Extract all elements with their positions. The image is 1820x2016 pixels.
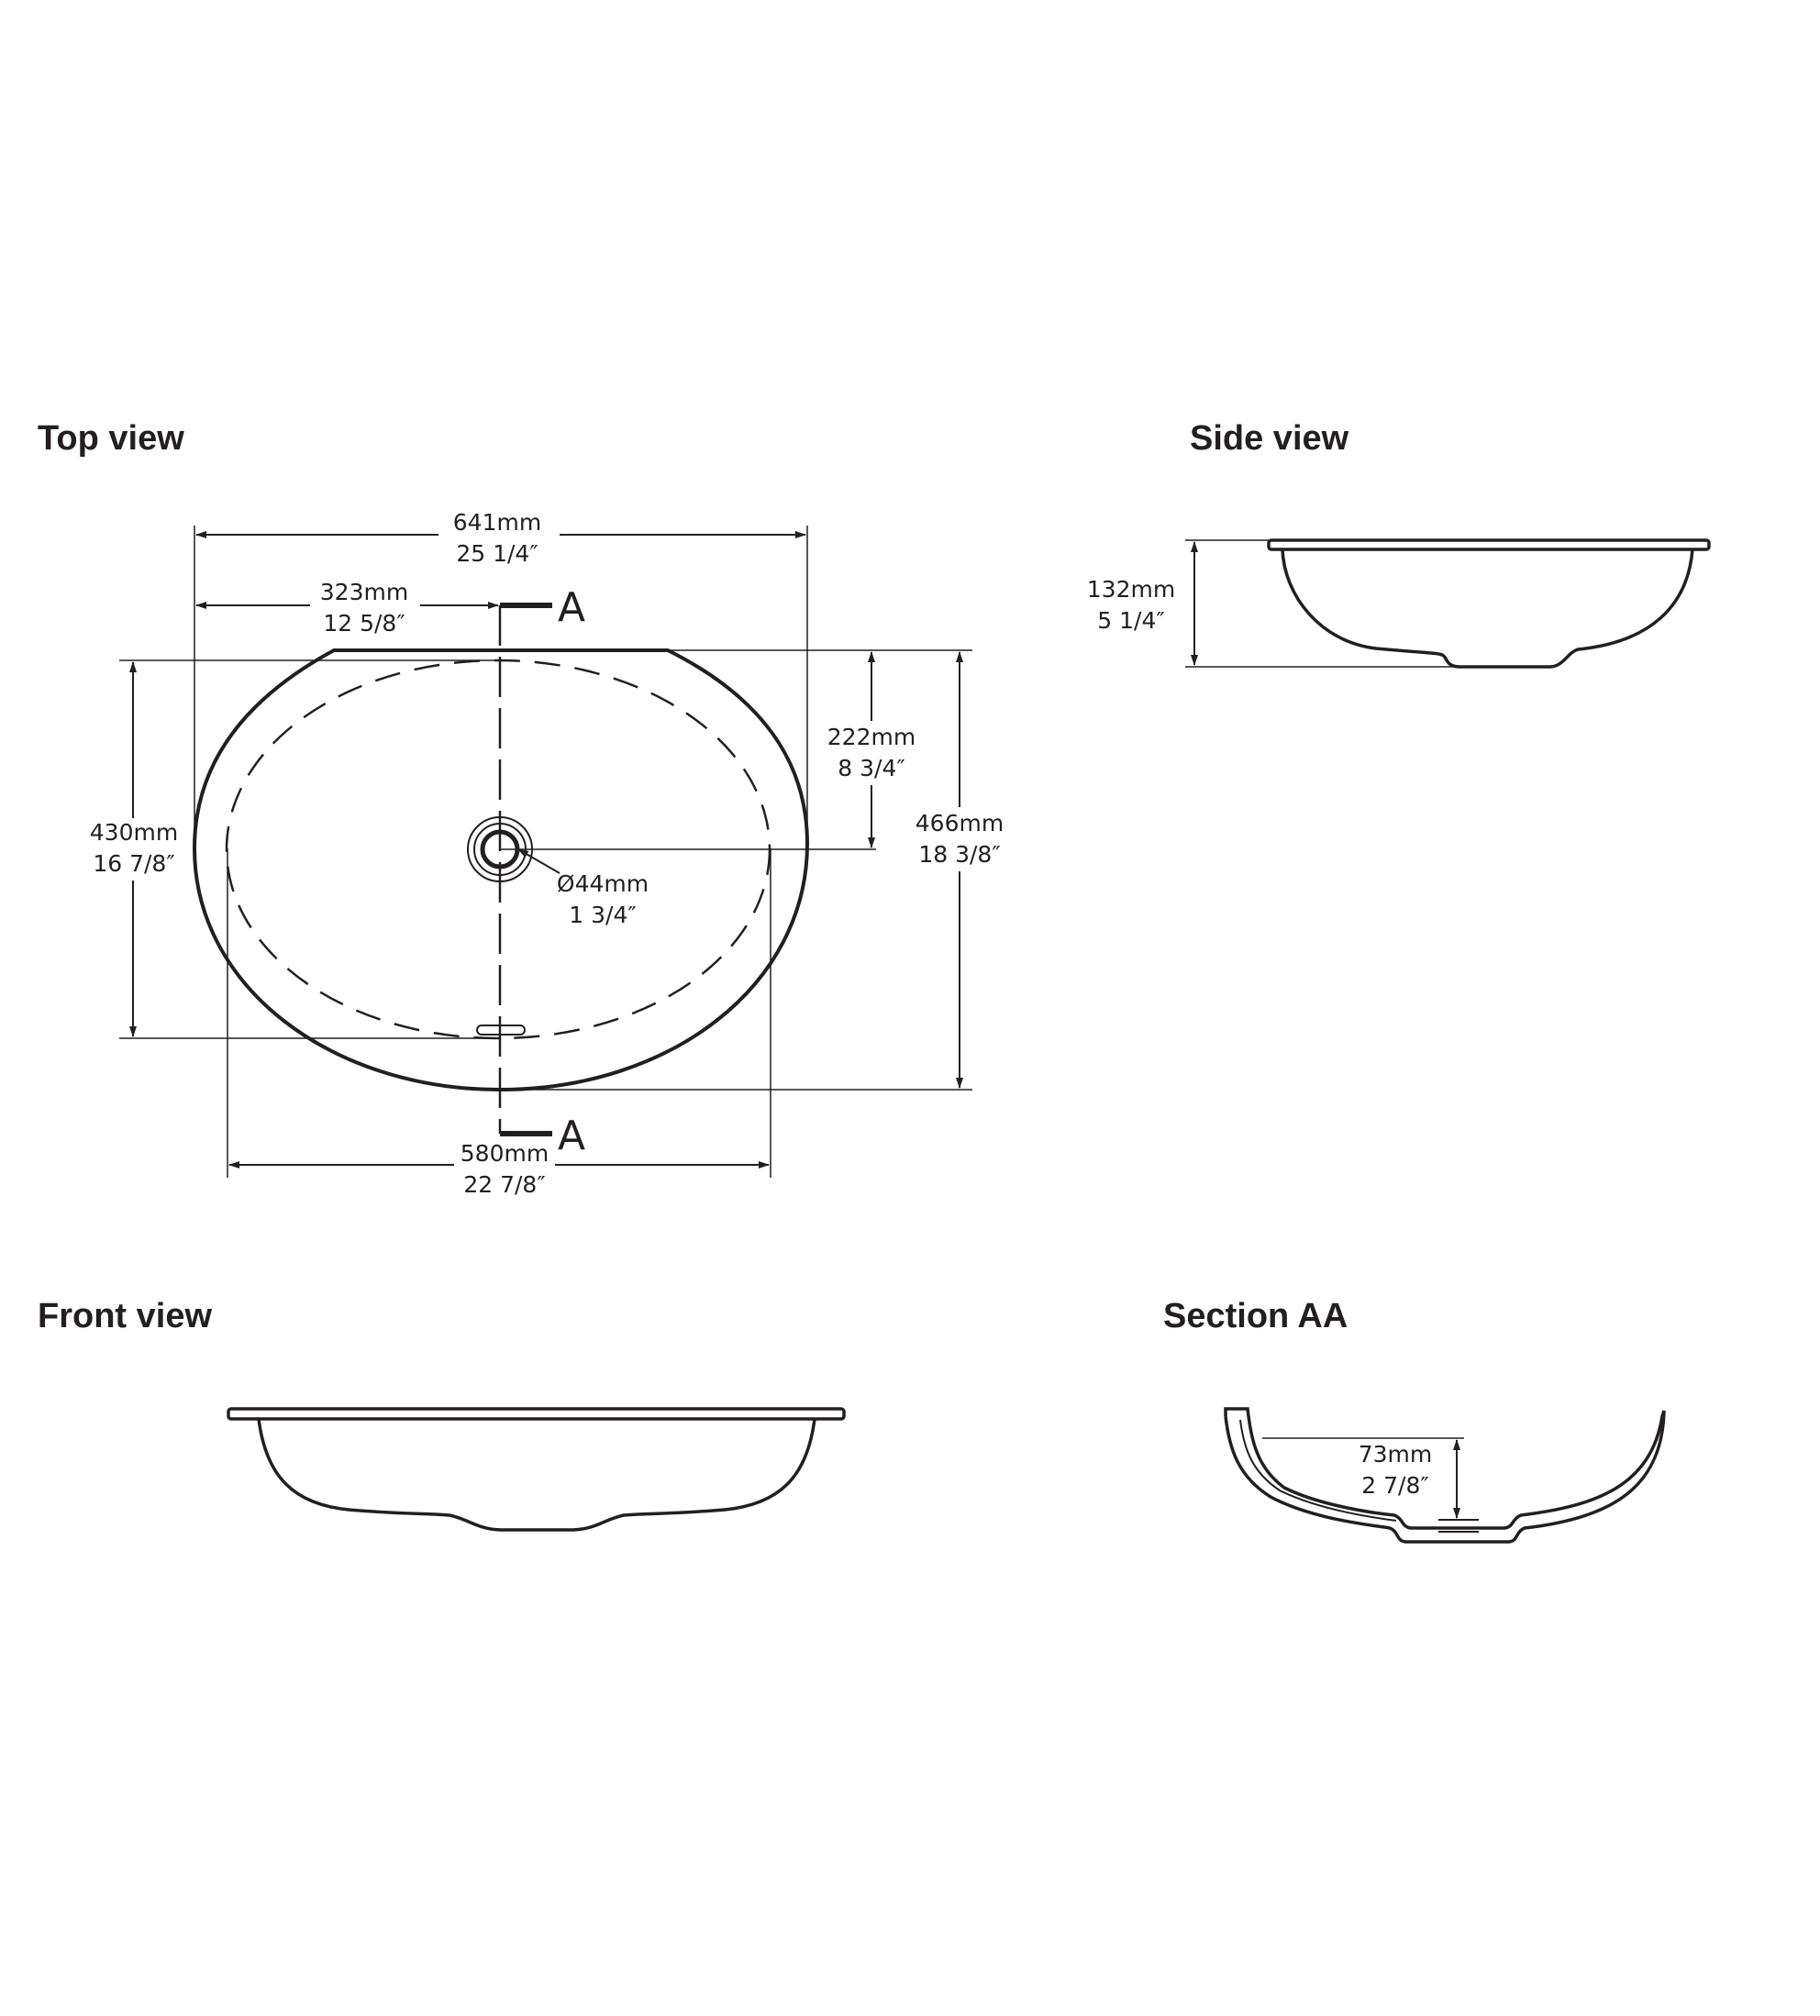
title-section-aa: Section AA: [1163, 1297, 1348, 1335]
side-view-bowl: [1281, 548, 1694, 669]
label-drain-diameter-mm: Ø44mm: [557, 870, 649, 897]
label-drain-from-back-mm: 222mm: [827, 724, 916, 750]
front-view-drawing: [227, 1407, 846, 1532]
label-bowl-depth-in: 2 7/8″: [1361, 1472, 1428, 1499]
label-inner-width-in: 16 7/8″: [93, 850, 174, 877]
top-view-drawing: [119, 526, 972, 1178]
label-inner-length-in: 22 7/8″: [463, 1171, 545, 1198]
label-height-mm: 132mm: [1087, 576, 1175, 603]
title-front-view: Front view: [38, 1297, 213, 1335]
section-aa-drawing: [1224, 1407, 1666, 1544]
label-overall-width-in: 18 3/8″: [918, 841, 1000, 868]
label-overall-width-mm: 466mm: [916, 810, 1004, 836]
title-side-view: Side view: [1190, 419, 1349, 458]
label-inner-width-mm: 430mm: [90, 819, 178, 846]
label-height-in: 5 1/4″: [1097, 607, 1164, 634]
section-marker-bottom-label: A: [558, 1113, 585, 1159]
section-bottom-contour: [1224, 1410, 1666, 1544]
label-inner-length-mm: 580mm: [461, 1140, 549, 1167]
label-drain-diameter-in: 1 3/4″: [569, 902, 636, 928]
label-bowl-depth-mm: 73mm: [1359, 1441, 1433, 1468]
section-marker-top-label: A: [558, 584, 585, 631]
side-view-drawing: [1185, 538, 1711, 669]
label-drain-from-left-in: 12 5/8″: [323, 610, 405, 637]
overflow-slot: [476, 1025, 526, 1036]
section-outer-contour: [1224, 1407, 1666, 1530]
front-view-rim: [227, 1407, 846, 1421]
side-view-rim: [1267, 538, 1711, 551]
label-overall-length-mm: 641mm: [453, 509, 541, 536]
front-view-bowl: [257, 1418, 816, 1532]
label-overall-length-in: 25 1/4″: [456, 540, 538, 567]
title-top-view: Top view: [38, 419, 184, 458]
section-wall-inner: [1239, 1419, 1397, 1522]
label-drain-from-back-in: 8 3/4″: [838, 755, 904, 781]
label-drain-from-left-mm: 323mm: [320, 579, 408, 605]
drain-diameter-leader: [517, 848, 560, 874]
